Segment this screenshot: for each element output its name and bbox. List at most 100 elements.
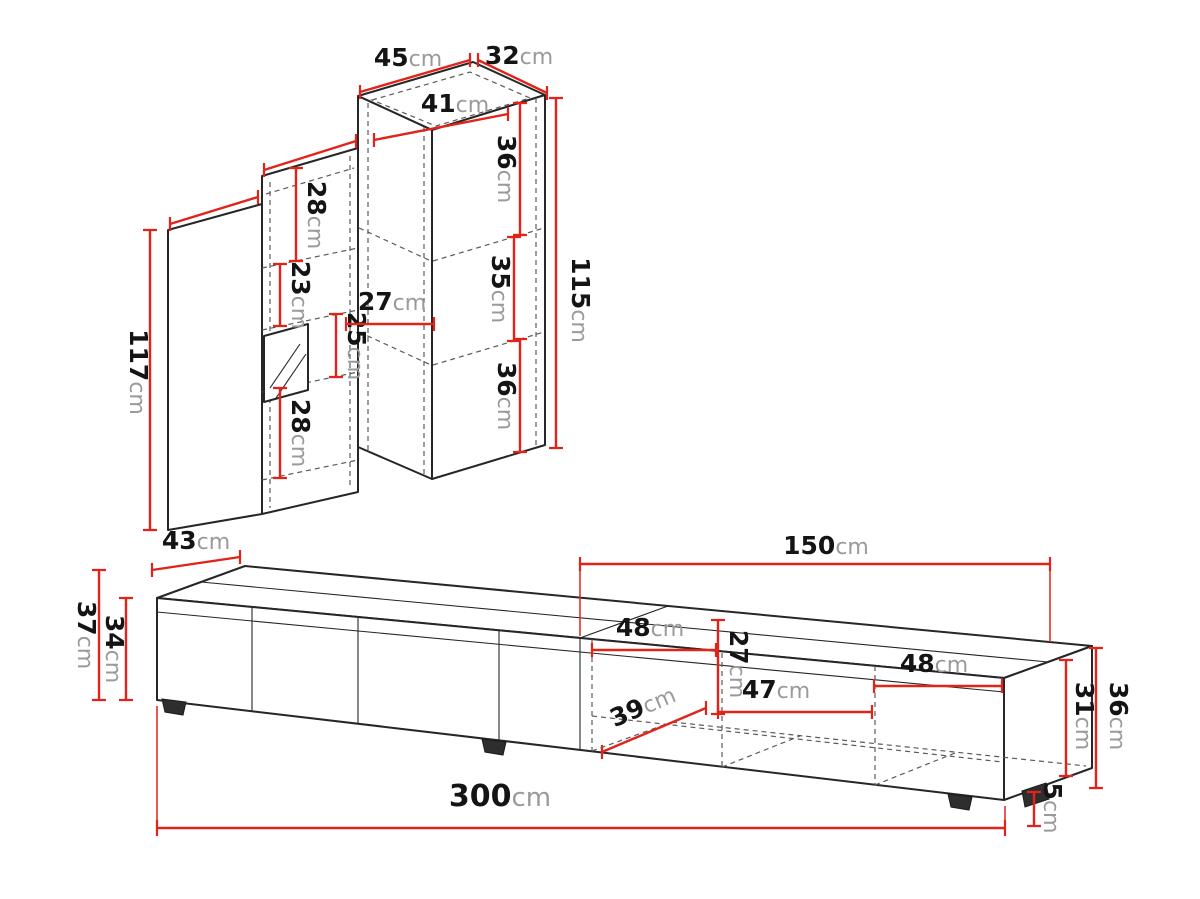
right-cabinet-side-face — [431, 94, 546, 480]
stand-door-divider-lines — [251, 607, 581, 750]
dim-value: 36 — [492, 362, 521, 397]
dim-unit: cm — [492, 397, 517, 431]
dim-ticks — [600, 701, 708, 759]
dim-line — [601, 706, 707, 754]
dim-ticks — [289, 166, 303, 263]
dim-value: 36 — [1104, 682, 1133, 717]
dim-wall-mid-inner-width-27: 27cm — [344, 287, 436, 331]
dim-unit: cm — [456, 93, 490, 118]
dim-wall-top-depth-32: 32cm — [476, 41, 554, 100]
dim-label: 48cm — [616, 613, 684, 642]
shelf-line — [261, 247, 359, 269]
dim-label: 23cm — [286, 261, 315, 329]
dim-stand-inner-height-27: 27cm — [711, 618, 753, 716]
dim-label: 43cm — [162, 526, 230, 555]
dim-value: 150 — [783, 531, 835, 560]
dim-value: 34 — [100, 615, 129, 650]
stand-side-face — [1003, 645, 1093, 801]
dim-ticks — [150, 550, 242, 577]
dim-wall-left-total-height-117: 117cm — [124, 228, 157, 532]
dim-value: 27 — [724, 630, 753, 665]
dim-label: 45cm — [374, 43, 442, 72]
dim-value: 47 — [742, 675, 777, 704]
dim-value: 36 — [492, 135, 521, 170]
dim-label: 5cm — [1038, 783, 1067, 834]
dim-value: 115 — [566, 257, 595, 309]
dim-unit: cm — [651, 617, 685, 642]
foot — [1021, 782, 1050, 808]
wall-glass-door — [263, 323, 309, 403]
dim-label: 150cm — [783, 531, 869, 560]
dim-label: 31cm — [1070, 682, 1099, 750]
dim-label: 27cm — [724, 630, 753, 698]
dim-stand-left-inner-height-34: 34cm — [100, 596, 133, 702]
dim-value: 28 — [286, 399, 315, 434]
dim-wall-right-shelf-top-36: 36cm — [492, 101, 527, 237]
dim-unit: cm — [100, 650, 125, 684]
dim-stand-right-inner-height-31: 31cm — [1059, 658, 1099, 778]
dim-value: 45 — [374, 43, 409, 72]
dim-ticks — [513, 101, 527, 237]
shelf-line — [358, 227, 432, 262]
dim-unit: cm — [409, 47, 443, 72]
stand-feet — [161, 698, 1050, 811]
top-face-inner-dashed — [370, 71, 532, 127]
wall-middle-cabinet — [261, 147, 359, 515]
glass-panel — [263, 323, 309, 403]
dim-ticks — [476, 53, 549, 100]
dim-wall-top-width-45: 45cm — [358, 43, 472, 99]
dim-extension — [579, 566, 1051, 642]
dim-ticks — [578, 557, 1052, 571]
dim-wall-right-shelf-middle-35: 35cm — [486, 235, 521, 343]
dim-label: 41cm — [421, 89, 489, 118]
dim-ticks — [358, 53, 472, 99]
dim-unit: cm — [286, 296, 311, 330]
dim-stand-compartment-bottom-width-47: 47cm — [716, 675, 874, 719]
dim-unit: cm — [520, 45, 554, 70]
dim-wall-mid-shelf-d-28: 28cm — [273, 386, 315, 480]
dim-ticks — [872, 679, 1004, 693]
dim-stand-left-outer-height-37: 37cm — [72, 568, 106, 702]
dim-line — [477, 58, 548, 95]
dim-value: 48 — [900, 649, 935, 678]
dim-line — [373, 112, 509, 142]
dim-unit: cm — [286, 434, 311, 468]
dim-unit: cm — [835, 535, 869, 560]
dim-label: 117cm — [124, 329, 153, 415]
dim-ticks — [507, 235, 521, 343]
dim-unit: cm — [342, 347, 367, 381]
dim-value: 37 — [72, 601, 101, 636]
dim-stand-foot-height-5: 5cm — [1027, 783, 1067, 834]
glass-shine-line — [269, 343, 301, 389]
dim-ticks — [372, 107, 510, 147]
dim-stand-total-width-300: 300cm — [155, 706, 1007, 836]
dim-label: 35cm — [486, 255, 515, 323]
dim-unit: cm — [1104, 717, 1129, 751]
dim-unit: cm — [486, 290, 511, 324]
dim-label: 115cm — [566, 257, 595, 343]
dim-value: 48 — [616, 613, 651, 642]
dim-label: 36cm — [1104, 682, 1133, 750]
dim-stand-right-section-width-150: 150cm — [578, 531, 1052, 642]
dim-ticks — [273, 262, 287, 328]
dim-label: 47cm — [742, 675, 810, 704]
dim-value: 35 — [486, 255, 515, 290]
dim-stand-compartment-top-width-48: 48cm — [590, 613, 718, 657]
foot — [947, 793, 973, 811]
dim-wall-middle-top-reference — [262, 134, 358, 177]
dim-ticks — [344, 317, 436, 331]
dim-unit: cm — [197, 530, 231, 555]
dim-wall-left-top-reference — [168, 190, 260, 231]
dim-wall-inner-top-width-41: 41cm — [372, 89, 510, 147]
dim-label: 27cm — [358, 287, 426, 316]
dim-line — [359, 58, 471, 94]
dim-line — [169, 195, 259, 226]
wall-left-cabinet — [167, 203, 263, 531]
dim-label: 48cm — [900, 649, 968, 678]
foot — [481, 738, 507, 756]
dim-ticks — [513, 337, 527, 454]
dim-value: 32 — [485, 41, 520, 70]
dim-ticks — [168, 190, 260, 231]
